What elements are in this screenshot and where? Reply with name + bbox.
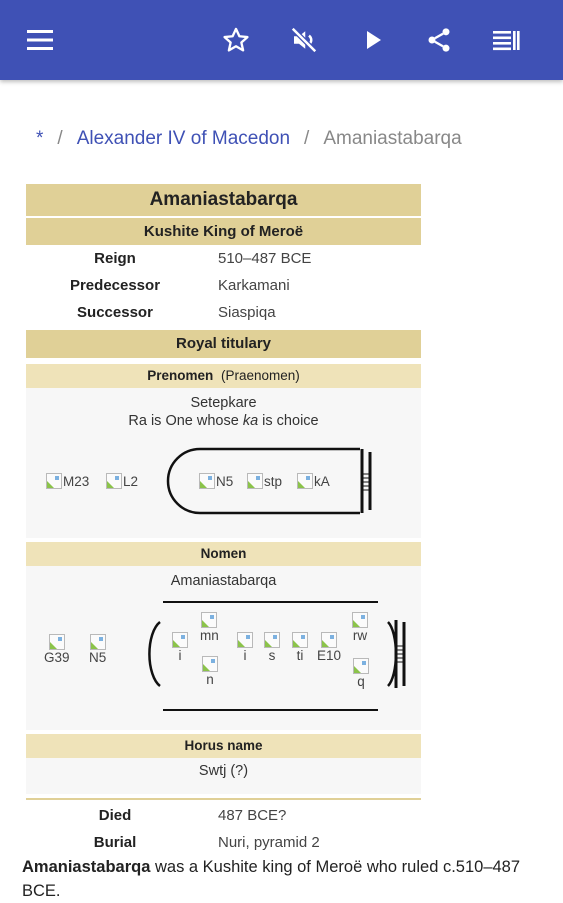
prenomen-meaning-start: Ra is One whose — [128, 413, 243, 429]
glyph-image-icon — [264, 632, 280, 648]
nomen-block: Amaniastabarqa G39 N5 i mn n i s ti E10 … — [26, 566, 421, 730]
glyph-image-icon — [321, 632, 338, 648]
glyph-stp: stp — [247, 473, 282, 489]
glyph-image-icon — [202, 656, 218, 672]
infobox-row-predecessor: Predecessor Karkamani — [26, 272, 421, 299]
article-paragraph: Amaniastabarqa was a Kushite king of Mer… — [22, 855, 542, 903]
breadcrumb-parent-link[interactable]: Alexander IV of Macedon — [76, 128, 291, 149]
glyph-s: s — [264, 632, 280, 663]
infobox-death-section: Died 487 BCE? Burial Nuri, pyramid 2 — [26, 798, 421, 856]
glyph-e10: E10 — [317, 632, 341, 663]
glyph-n: n — [202, 656, 218, 687]
row-label: Burial — [93, 834, 137, 851]
glyph-image-icon — [292, 632, 308, 648]
glyph-ti: ti — [292, 632, 308, 663]
glyph-mn: mn — [200, 612, 219, 643]
breadcrumb-home-link[interactable]: * — [36, 128, 44, 149]
glyph-m23: M23 — [46, 473, 89, 489]
infobox-row-successor: Successor Siaspiqa — [26, 299, 421, 326]
glyph-n5: N5 — [199, 473, 233, 489]
nomen-cartouche — [148, 601, 406, 711]
prenomen-name: Setepkare — [190, 395, 257, 411]
glyph-rw: rw — [352, 612, 368, 643]
nomen-heading: Nomen — [26, 542, 421, 566]
glyph-i: i — [172, 632, 188, 663]
row-value[interactable]: Siaspiqa — [218, 304, 276, 321]
glyph-image-icon — [106, 473, 122, 489]
glyph-image-icon — [353, 658, 369, 674]
prenomen-meaning-ka: ka — [242, 413, 259, 429]
glyph-image-icon — [247, 473, 263, 489]
glyph-n5: N5 — [89, 634, 106, 665]
glyph-i: i — [237, 632, 253, 663]
row-value[interactable]: Karkamani — [218, 277, 290, 294]
infobox: Amaniastabarqa Kushite King of Meroë Rei… — [26, 184, 421, 794]
row-value: 487 BCE? — [218, 807, 287, 824]
glyph-g39: G39 — [44, 634, 70, 665]
nomen-name: Amaniastabarqa — [170, 573, 277, 589]
breadcrumb-separator: / — [57, 128, 63, 149]
horus-block: Swtj (?) — [26, 758, 421, 794]
glyph-image-icon — [352, 612, 368, 628]
breadcrumb: * / Alexander IV of Macedon / Amaniastabarqa — [36, 128, 462, 150]
glyph-image-icon — [237, 632, 253, 648]
breadcrumb-separator: / — [304, 128, 310, 149]
prenomen-cartouche — [166, 447, 372, 515]
row-value[interactable]: Nuri, pyramid 2 — [218, 834, 320, 851]
row-label: Successor — [77, 304, 153, 321]
star-icon[interactable] — [218, 22, 254, 58]
royal-titulary-heading: Royal titulary — [26, 330, 421, 358]
glyph-image-icon — [297, 473, 313, 489]
glyph-image-icon — [199, 473, 215, 489]
row-label: Predecessor — [69, 277, 161, 294]
prenomen-heading: Prenomen (Praenomen) — [26, 364, 421, 388]
horus-name: Swtj (?) — [198, 763, 249, 779]
infobox-subtitle: Kushite King of Meroë — [26, 218, 421, 245]
volume-off-icon[interactable] — [286, 22, 322, 58]
glyph-ka: kA — [297, 473, 330, 489]
row-label: Reign — [94, 250, 136, 267]
infobox-row-burial: Burial Nuri, pyramid 2 — [26, 829, 421, 856]
article-subject: Amaniastabarqa — [22, 858, 151, 876]
prenomen-note: (Praenomen) — [221, 368, 300, 383]
menu-icon[interactable] — [22, 22, 58, 58]
share-icon[interactable] — [421, 22, 457, 58]
prenomen-meaning-end: is choice — [258, 413, 319, 429]
row-label: Died — [98, 807, 132, 824]
glyph-image-icon — [46, 473, 62, 489]
horus-heading: Horus name — [26, 734, 421, 758]
play-icon[interactable] — [355, 22, 391, 58]
row-value: 510–487 BCE — [218, 250, 312, 267]
list-icon[interactable] — [488, 22, 524, 58]
glyph-image-icon — [48, 634, 65, 650]
prenomen-meaning: Ra is One whose ka is choice — [26, 413, 421, 429]
glyph-image-icon — [172, 632, 188, 648]
glyph-q: q — [353, 658, 369, 689]
infobox-row-reign: Reign 510–487 BCE — [26, 245, 421, 272]
prenomen-label: Prenomen — [147, 368, 214, 383]
breadcrumb-current: Amaniastabarqa — [323, 128, 462, 149]
app-bar — [0, 0, 563, 80]
infobox-row-died: Died 487 BCE? — [26, 802, 421, 829]
glyph-l2: L2 — [106, 473, 138, 489]
infobox-title: Amaniastabarqa — [26, 184, 421, 216]
glyph-image-icon — [89, 634, 106, 650]
glyph-image-icon — [201, 612, 218, 628]
article-text: was a Kushite king of Meroë who ruled c.… — [22, 858, 521, 900]
prenomen-block: Setepkare Ra is One whose ka is choice M… — [26, 388, 421, 538]
